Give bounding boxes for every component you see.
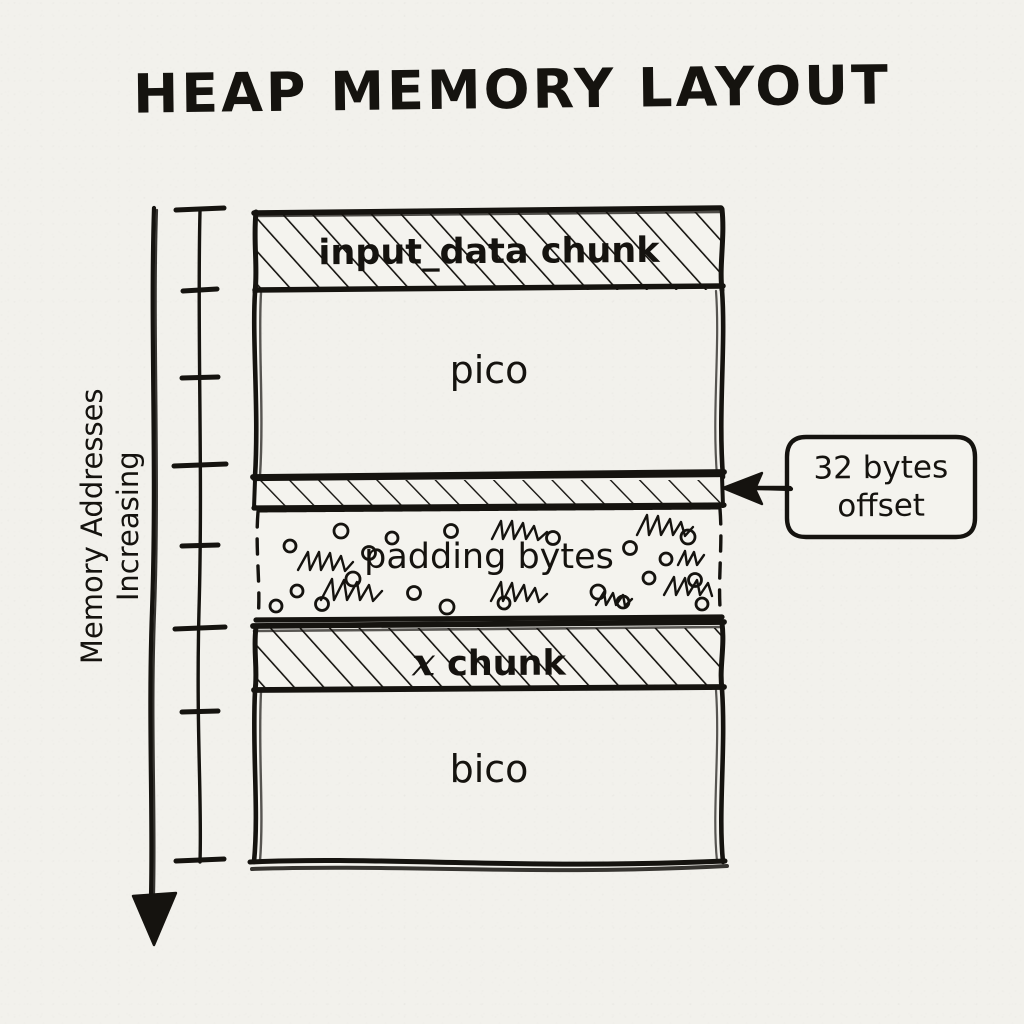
block-padding-bytes [253,506,725,623]
callout-pointer-arrow [721,471,794,506]
block-boundary-bar-offset [251,472,727,511]
address-ruler [171,205,229,864]
block-label-padding-bytes: padding bytes [364,537,614,577]
block-label-input-data-chunk: input_data chunk [318,230,660,274]
block-label-bico: bico [449,747,529,791]
callout-32-bytes-offset [784,434,978,540]
block-pico [250,287,727,480]
block-bico [247,686,729,873]
callout-label-32-bytes-offset: 32 bytes offset [792,449,971,526]
block-label-x-chunk: x chunk [412,639,566,685]
axis-label-line-1: Memory Addresses [74,388,109,665]
axis-label-memory-addresses: Memory Addresses Increasing [74,356,147,696]
page-title: HEAP MEMORY LAYOUT [132,53,892,126]
callout-line-1: 32 bytes [813,449,949,487]
variable-x-glyph: x [412,639,435,685]
padding-speckle-scribbles [296,513,714,608]
ruler-ticks [171,205,229,864]
padding-speckle-circles [268,522,710,616]
memory-direction-arrow [131,205,178,947]
block-input-data-chunk [251,205,726,295]
callout-line-2: offset [837,487,926,525]
block-label-pico: pico [449,348,529,392]
axis-label-line-2: Increasing [111,451,145,602]
block-x-chunk [250,619,727,694]
